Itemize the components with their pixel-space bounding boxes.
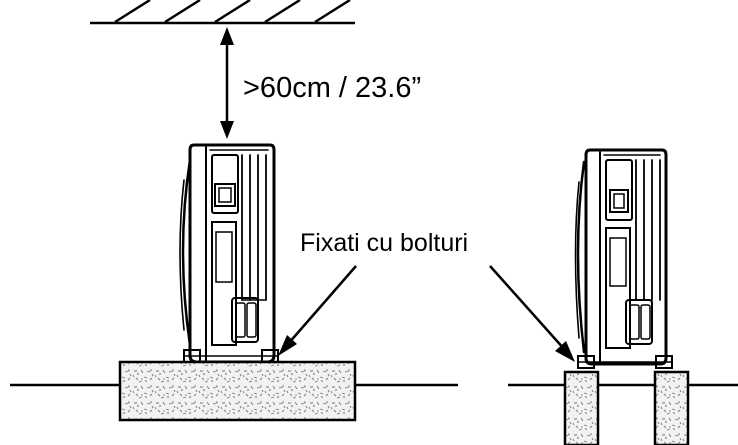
fix-bolts-label: Fixati cu bolturi: [300, 229, 468, 257]
pointer-arrow-right: [489, 265, 575, 362]
outdoor-unit-right: [574, 148, 673, 369]
clearance-arrow: [220, 27, 234, 139]
clearance-label: >60cm / 23.6”: [243, 72, 421, 104]
concrete-pier-right: [653, 370, 690, 445]
concrete-pier-left: [563, 370, 600, 445]
ceiling-hatch: [90, 0, 355, 25]
outdoor-unit-left: [179, 143, 279, 364]
pointer-arrow-left: [278, 265, 357, 356]
concrete-slab: [118, 360, 357, 422]
